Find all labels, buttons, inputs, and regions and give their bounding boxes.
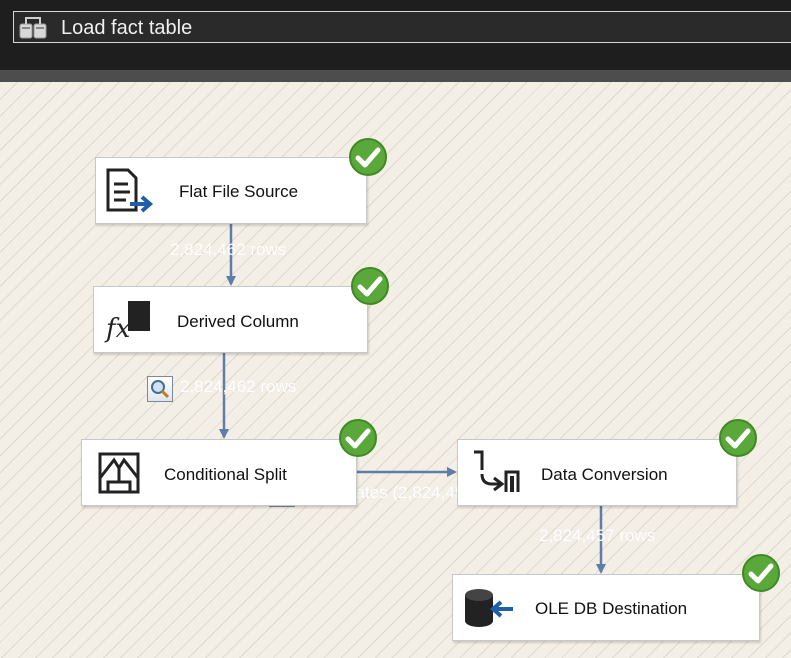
flat-file-source-icon <box>106 168 154 213</box>
component-label: Conditional Split <box>164 465 287 484</box>
path-label-source-to-derived: 2,824,462 rows <box>170 240 287 259</box>
component-data-conversion[interactable]: Data Conversion <box>457 439 737 506</box>
success-check-icon <box>719 419 757 457</box>
package-title-bar[interactable]: Load fact table <box>13 11 791 43</box>
data-viewer-icon[interactable] <box>147 376 173 402</box>
component-label: OLE DB Destination <box>535 599 688 618</box>
data-conversion-icon <box>474 450 520 492</box>
header-divider <box>0 70 791 82</box>
package-icon <box>19 17 47 39</box>
path-label-derived-to-split: 2,824,462 rows <box>180 377 297 396</box>
success-check-icon <box>742 554 780 592</box>
package-title: Load fact table <box>61 17 193 39</box>
component-flat-file-source[interactable]: Flat File Source <box>95 157 367 224</box>
path-label-conversion-to-destination: 2,824,457 rows <box>539 526 656 545</box>
component-label: Data Conversion <box>541 465 668 484</box>
component-ole-db-destination[interactable]: OLE DB Destination <box>452 574 760 641</box>
conditional-split-icon <box>98 452 140 494</box>
derived-column-icon: fx <box>104 301 150 343</box>
svg-text:fx: fx <box>104 314 131 343</box>
success-check-icon <box>339 419 377 457</box>
success-check-icon <box>351 267 389 305</box>
success-check-icon <box>349 138 387 176</box>
component-label: Derived Column <box>177 312 299 331</box>
component-derived-column[interactable]: fx Derived Column <box>93 286 368 353</box>
component-label: Flat File Source <box>179 182 299 201</box>
magnifier-icon <box>151 380 170 399</box>
component-conditional-split[interactable]: Conditional Split <box>81 439 357 506</box>
ole-db-destination-icon <box>465 589 513 627</box>
